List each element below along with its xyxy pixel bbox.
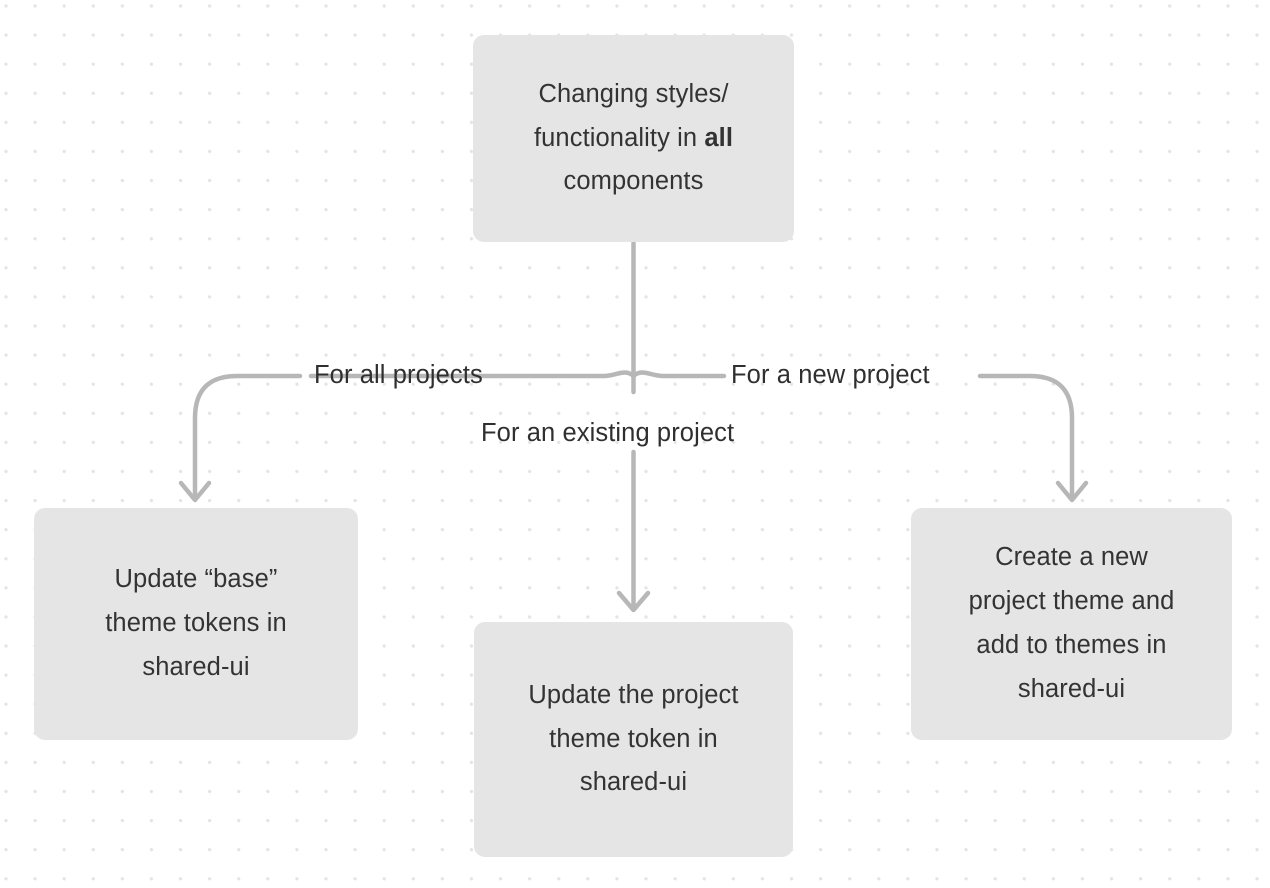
edge-label-for-all-projects: For all projects — [314, 361, 483, 389]
edge-label-for-a-new-project: For a new project — [731, 361, 930, 389]
edge-right-path — [631, 370, 727, 379]
edge-right-corner — [977, 373, 1075, 500]
edge-center-arrowhead — [616, 590, 651, 613]
edge-left-corner — [192, 373, 303, 500]
edge-left-arrowhead — [178, 480, 212, 503]
edge-right-arrowhead — [1055, 480, 1089, 503]
edge-label-for-an-existing-project: For an existing project — [481, 419, 735, 447]
